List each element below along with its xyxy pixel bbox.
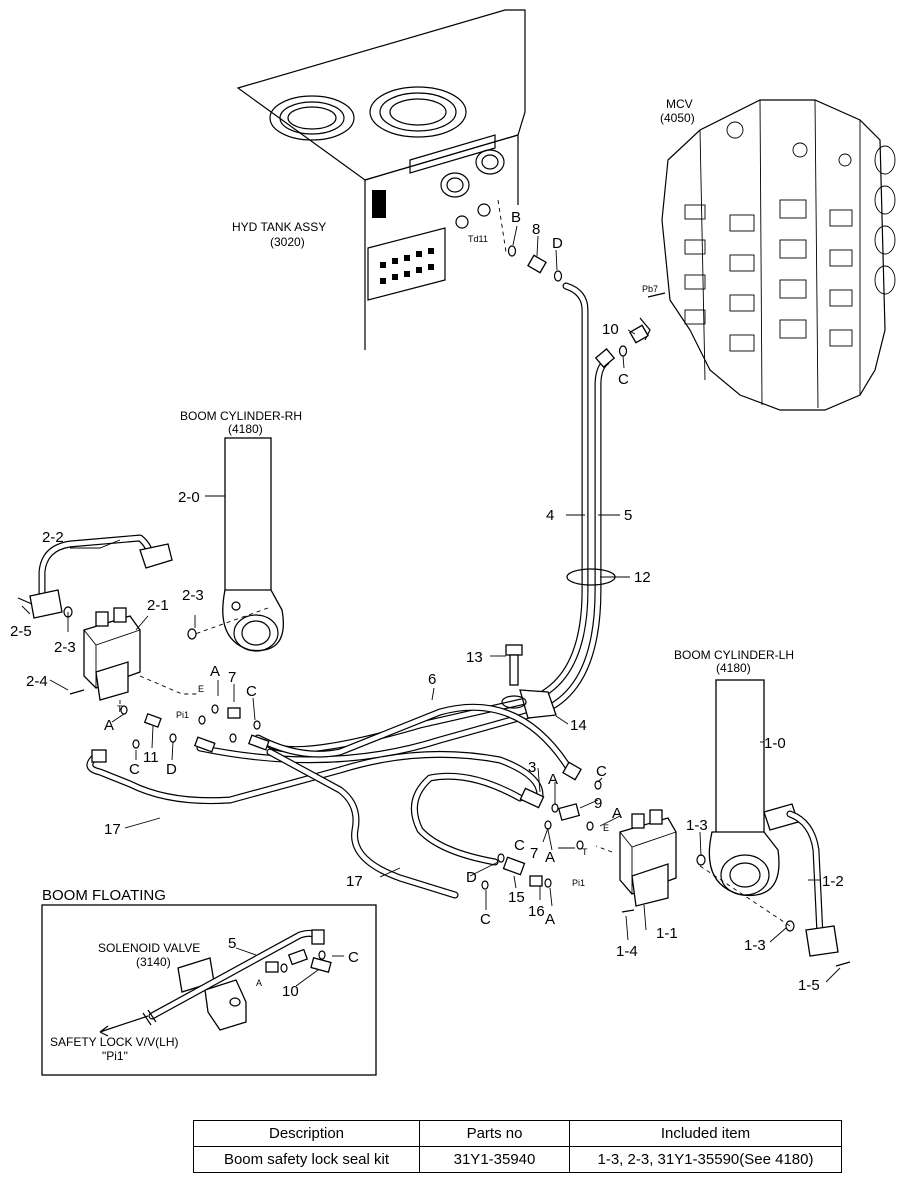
callout-1-3-upper: 1-3 [686, 817, 708, 834]
boom-cyl-lh-label: BOOM CYLINDER-LH [674, 648, 794, 662]
callout-5: 5 [624, 507, 632, 524]
port-t-rh: T [117, 704, 123, 714]
callout-1-5: 1-5 [798, 977, 820, 994]
cell-description: Boom safety lock seal kit [193, 1146, 420, 1173]
callout-1-0: 1-0 [764, 735, 786, 752]
port-pi1-lh: Pi1 [572, 878, 585, 888]
port-t-lh: T [582, 847, 588, 857]
callout-2-1: 2-1 [147, 597, 169, 614]
header-parts-no: Parts no [419, 1120, 570, 1147]
callout-1-2: 1-2 [822, 873, 844, 890]
callout-c-rh: C [246, 683, 257, 700]
boom-cyl-rh-code: (4180) [228, 422, 263, 436]
boom-floating-inset [41, 904, 377, 1076]
pipe-1-2 [763, 803, 839, 957]
callout-2-5: 2-5 [10, 623, 32, 640]
callout-b: B [511, 209, 521, 226]
cell-included-item: 1-3, 2-3, 31Y1-35590(See 4180) [569, 1146, 842, 1173]
boom-cyl-rh-label: BOOM CYLINDER-RH [180, 409, 302, 423]
parts-table: Description Parts no Included item Boom … [193, 1120, 842, 1173]
safety-lock-port: "Pi1" [102, 1049, 128, 1063]
boom-cylinder-lh [708, 679, 780, 897]
callout-c-rh2: C [129, 761, 140, 778]
callout-c-lh3: C [480, 911, 491, 928]
callout-17-upper: 17 [104, 821, 121, 838]
leader-lines [21, 225, 841, 983]
header-included-item: Included item [569, 1120, 842, 1147]
safety-lock-label: SAFETY LOCK V/V(LH) [50, 1035, 178, 1049]
inset-port-a: A [256, 978, 262, 988]
boom-cylinder-rh [222, 437, 284, 652]
callout-9: 9 [594, 795, 602, 812]
callout-c-lh2: C [514, 837, 525, 854]
assembly-guides [119, 199, 791, 927]
callout-11: 11 [143, 749, 159, 766]
callout-1-3-lower: 1-3 [744, 937, 766, 954]
inset-callout-10: 10 [282, 983, 299, 1000]
inset-title: BOOM FLOATING [42, 887, 166, 904]
port-e-rh: E [198, 684, 204, 694]
valve-2-1 [83, 607, 141, 701]
boom-cyl-lh-code: (4180) [716, 661, 751, 675]
callout-a-rh: A [210, 663, 220, 680]
callout-12: 12 [634, 569, 651, 586]
port-e-lh: E [603, 823, 609, 833]
callout-8: 8 [532, 221, 540, 238]
callout-a-lh4: A [545, 911, 555, 928]
inset-callout-c: C [348, 949, 359, 966]
port-td11-label: Td11 [468, 234, 488, 244]
callout-a-lh3: A [545, 849, 555, 866]
solenoid-valve-label: SOLENOID VALVE [98, 941, 200, 955]
callout-15: 15 [508, 889, 525, 906]
callout-1-1: 1-1 [656, 925, 678, 942]
cell-parts-no: 31Y1-35940 [419, 1146, 570, 1173]
callout-2-0: 2-0 [178, 489, 200, 506]
callout-13: 13 [466, 649, 483, 666]
hydraulic-parts-diagram: HYD TANK ASSY (3020) Td11 MCV (4050) Pb7 [10, 9, 896, 1076]
callout-16: 16 [528, 903, 545, 920]
table-row: Boom safety lock seal kit 31Y1-35940 1-3… [193, 1146, 842, 1173]
callout-7-rh: 7 [228, 669, 236, 686]
valve-1-1 [619, 809, 677, 907]
hyd-tank-code: (3020) [270, 235, 305, 249]
callout-17-lower: 17 [346, 873, 363, 890]
callout-2-3-left: 2-3 [54, 639, 76, 656]
callout-1-4: 1-4 [616, 943, 638, 960]
callout-a-rh2: A [104, 717, 114, 734]
pipe-2-2 [29, 534, 173, 619]
inset-callout-5: 5 [228, 935, 236, 952]
mcv-valve-block [639, 99, 896, 411]
callout-c-lh: C [596, 763, 607, 780]
port-pi1-rh: Pi1 [176, 710, 189, 720]
fittings [17, 245, 851, 967]
callout-a-lh2: A [612, 805, 622, 822]
callout-2-4: 2-4 [26, 673, 48, 690]
port-pb7-label: Pb7 [642, 284, 658, 294]
callout-d-lh: D [466, 869, 477, 886]
parts-table-header-row: Description Parts no Included item [193, 1120, 842, 1147]
mcv-label: MCV [666, 97, 693, 111]
solenoid-valve-code: (3140) [136, 955, 171, 969]
callout-4: 4 [546, 507, 554, 524]
callout-c-top: C [618, 371, 629, 388]
callout-d-rh: D [166, 761, 177, 778]
callout-2-3-right: 2-3 [182, 587, 204, 604]
hose-routing [86, 282, 610, 899]
callout-a-lh: A [548, 771, 558, 788]
callout-6: 6 [428, 671, 436, 688]
callout-10: 10 [602, 321, 619, 338]
mcv-code: (4050) [660, 111, 695, 125]
callout-2-2: 2-2 [42, 529, 64, 546]
callout-14: 14 [570, 717, 587, 734]
hyd-tank-label: HYD TANK ASSY [232, 220, 326, 234]
callout-7-lh: 7 [530, 845, 538, 862]
hyd-tank-assembly [236, 9, 526, 350]
callout-d-top: D [552, 235, 563, 252]
header-description: Description [193, 1120, 420, 1147]
callout-3: 3 [528, 759, 536, 776]
